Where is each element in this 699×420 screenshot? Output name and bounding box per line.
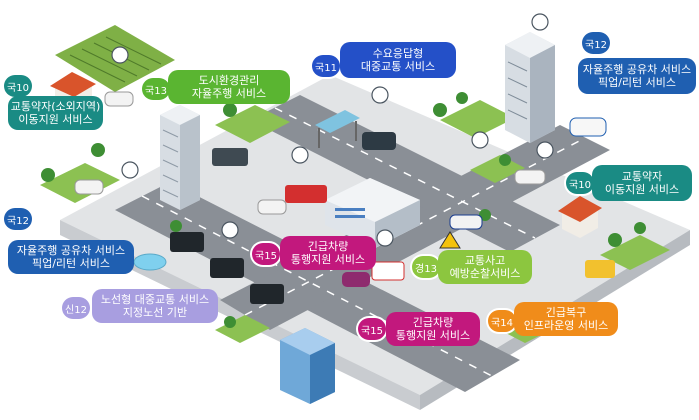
bus-stop [315, 110, 360, 148]
badge-t13-mid: 경13 [412, 256, 440, 278]
grass-patch-3 [470, 155, 525, 183]
label-line2: 대중교통 서비스 [360, 60, 436, 73]
badge-t12-right: 국12 [582, 32, 610, 54]
label-line2: 픽업/리턴 서비스 [597, 76, 677, 89]
warning-sign-icon [439, 231, 461, 249]
label-line2: 통행지원 서비스 [395, 329, 471, 342]
label-line1: 긴급차량 [307, 240, 349, 253]
label-line1: 자율주행 공유차 서비스 [582, 63, 692, 76]
vehicles [74, 91, 615, 304]
label-line1: 수요응답형 [372, 47, 424, 60]
grass-patch-7 [215, 315, 270, 343]
wifi-markers [111, 13, 554, 247]
badge-t11: 국11 [312, 55, 340, 77]
building-bottom-glass [280, 328, 335, 404]
label-line1: 도시환경관리 [198, 74, 260, 87]
badge-t13-top: 국13 [142, 78, 170, 100]
grass-patch-2 [440, 100, 515, 138]
label-line1: 긴급복구 [545, 306, 587, 319]
label-line1: 노선형 대중교통 서비스 [100, 293, 210, 306]
label-line1: 교통약자(소외지역) [10, 100, 101, 113]
label-transport-vulnerable-rural: 교통약자(소외지역)이동지원 서비스 [8, 96, 103, 130]
label-line2: 픽업/리턴 서비스 [31, 257, 111, 270]
badge-t15-mid: 국15 [252, 243, 280, 265]
label-line2: 통행지원 서비스 [290, 253, 366, 266]
badge-t12-left: 국12 [4, 208, 32, 230]
badge-s12: 신12 [62, 297, 90, 319]
label-line2: 이동지원 서비스 [18, 113, 93, 126]
road-marking-1 [141, 195, 493, 377]
label-line1: 교통약자 [621, 170, 663, 183]
badge-t10-left: 국10 [4, 75, 32, 97]
grass-patch-1 [215, 105, 290, 143]
fountain [133, 253, 167, 271]
label-line1: 자율주행 공유차 서비스 [16, 244, 126, 257]
label-line2: 인프라운영 서비스 [523, 319, 609, 332]
label-line2: 자율주행 서비스 [191, 87, 267, 100]
house-right [558, 196, 602, 238]
label-line2: 지정노선 기반 [122, 306, 188, 319]
tower-center-left [160, 105, 200, 210]
label-line2: 예방순찰서비스 [449, 267, 521, 280]
trees [41, 92, 646, 328]
building-center [325, 178, 420, 248]
label-line1: 교통사고 [464, 254, 506, 267]
grass-patch-5 [600, 235, 670, 270]
tower-top-right [505, 32, 555, 143]
badge-t15-low: 국15 [358, 318, 386, 340]
label-line2: 이동지원 서비스 [604, 183, 680, 196]
badge-t10-right: 국10 [566, 172, 594, 194]
badge-t14: 국14 [488, 310, 516, 332]
label-line1: 긴급차량 [412, 316, 454, 329]
